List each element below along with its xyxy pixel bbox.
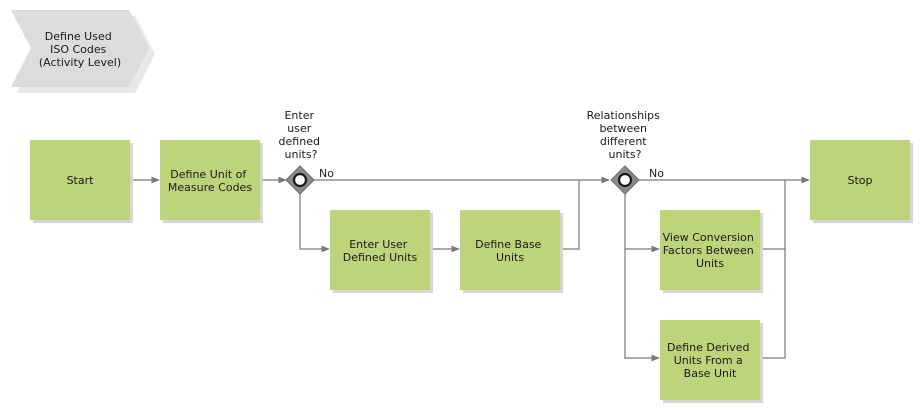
connectors xyxy=(130,176,810,362)
connector-define-derived-to-stop xyxy=(760,249,786,359)
gateway-or-circle-icon xyxy=(292,172,308,188)
activity-start-label: Start xyxy=(67,174,95,187)
gateway-relationships-question: Relationships between different units? xyxy=(587,109,664,161)
gateway-enter-user-defined-no-label: No xyxy=(319,167,334,180)
gateway-relationships-between-units[interactable] xyxy=(610,165,640,195)
activity-define-derived-units[interactable]: Define Derived Units From a Base Unit xyxy=(660,320,763,403)
process-interface-define-used-iso-codes[interactable]: Define Used ISO Codes (Activity Level) xyxy=(11,10,155,93)
connector-base-units-to-gateway2 xyxy=(560,180,580,250)
gateway-enter-user-defined-question: Enter user defined units? xyxy=(279,109,324,161)
connector-view-conversion-to-stop xyxy=(760,180,786,250)
activity-view-conversion-factors[interactable]: View Conversion Factors Between Units xyxy=(660,210,763,293)
gateway-relationships-no-label: No xyxy=(649,167,664,180)
activity-enter-user-units-label: Enter User Defined Units xyxy=(343,238,418,264)
activity-define-unit-of-measure-codes[interactable]: Define Unit of Measure Codes xyxy=(160,140,263,223)
activity-define-base-units-label: Define Base Units xyxy=(475,238,545,264)
connector-gateway2-to-define-derived xyxy=(624,249,660,362)
activity-view-conversion-label: View Conversion Factors Between Units xyxy=(663,231,758,270)
activity-start[interactable]: Start xyxy=(30,140,133,223)
connector-gateway2-to-view-conversion xyxy=(624,194,660,253)
activity-enter-user-defined-units[interactable]: Enter User Defined Units xyxy=(330,210,433,293)
gateway-or-circle-icon xyxy=(617,172,633,188)
gateway-enter-user-defined-units[interactable] xyxy=(285,165,315,195)
process-interface-label: Define Used ISO Codes (Activity Level) xyxy=(39,30,121,69)
activity-define-base-units[interactable]: Define Base Units xyxy=(460,210,563,293)
activity-define-derived-label: Define Derived Units From a Base Unit xyxy=(667,341,753,380)
connector-gateway1-to-enter-user-units xyxy=(299,194,330,253)
activity-stop[interactable]: Stop xyxy=(810,140,913,223)
activity-define-uom-label: Define Unit of Measure Codes xyxy=(168,168,252,194)
activity-stop-label: Stop xyxy=(847,174,872,187)
